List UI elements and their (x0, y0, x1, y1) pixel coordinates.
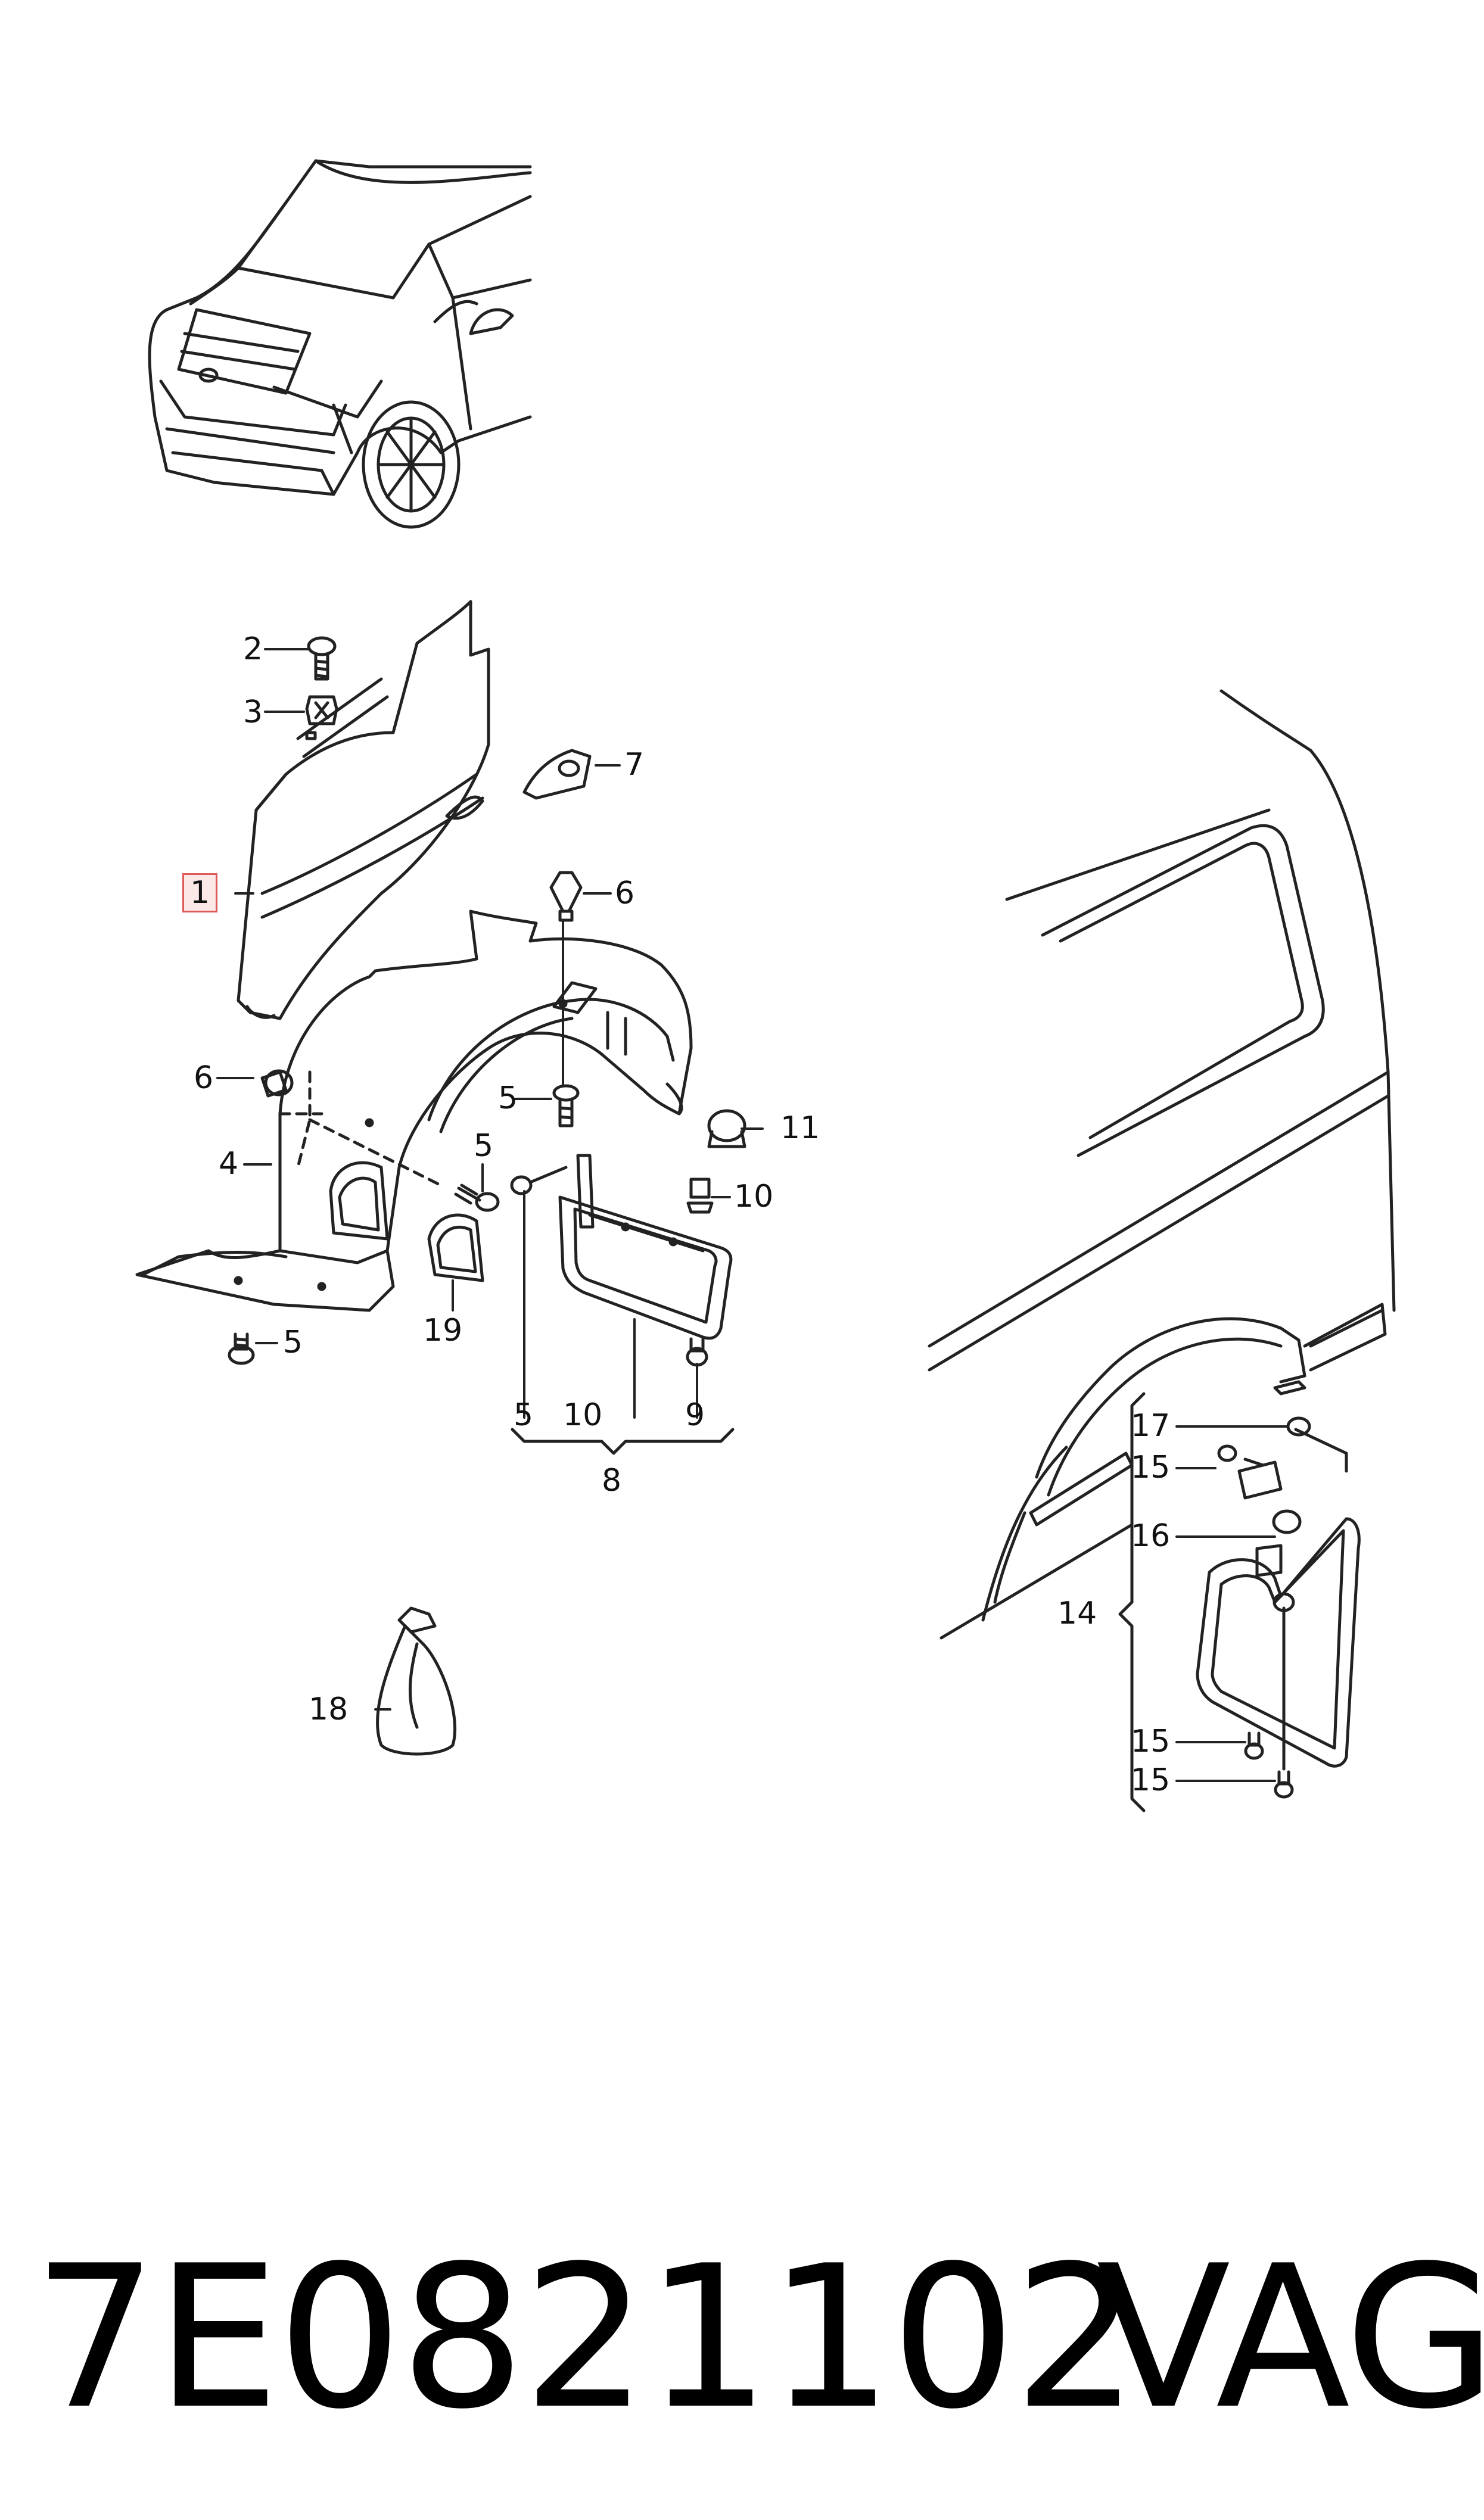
callout-15: 15 (1131, 1450, 1171, 1485)
callout-17: 17 (1131, 1408, 1171, 1444)
grease-bag-part-18 (378, 1608, 455, 1754)
group-14-brace (1120, 1394, 1144, 1811)
callout-5: 5 (514, 1397, 534, 1433)
callout-6: 6 (615, 876, 635, 911)
callout-3: 3 (243, 694, 263, 730)
bolt-and-clip (307, 638, 337, 724)
callout-5: 5 (498, 1080, 518, 1116)
callout-6: 6 (194, 1060, 214, 1096)
callout-7: 7 (624, 747, 645, 783)
callout-15: 15 (1131, 1724, 1171, 1759)
group-8-brace (512, 1429, 733, 1453)
van-rear-illustration (929, 691, 1394, 1638)
fender-panel (238, 602, 489, 1018)
leader-lines (217, 649, 1287, 1781)
callout-4: 4 (219, 1146, 239, 1182)
callout-19: 19 (423, 1313, 463, 1348)
callout-10: 10 (734, 1179, 774, 1214)
mud-flap-front (560, 1155, 731, 1338)
callout-5: 5 (474, 1128, 494, 1164)
callout-16: 16 (1131, 1518, 1171, 1554)
callout-18: 18 (309, 1692, 349, 1727)
callout-11: 11 (780, 1110, 820, 1146)
callout-10: 10 (563, 1397, 603, 1433)
callout-9: 9 (685, 1397, 705, 1433)
part-number: 7E0821102 (33, 2223, 1138, 2452)
fasteners-centre (229, 873, 745, 1365)
mud-flap-rear (1197, 1418, 1359, 1797)
bracket-part-7 (524, 750, 590, 798)
van-overview-illustration (150, 161, 530, 527)
callout-8: 8 (602, 1463, 622, 1499)
brand-label: VAG (1096, 2223, 1484, 2452)
callout-2: 2 (243, 631, 263, 667)
cover-part-19 (429, 1215, 483, 1281)
callout-1-highlighted: 1 (182, 873, 218, 912)
callout-15: 15 (1131, 1762, 1171, 1798)
callout-5: 5 (283, 1325, 303, 1360)
callout-14: 14 (1057, 1596, 1097, 1631)
wheel-housing-liner (137, 911, 691, 1310)
